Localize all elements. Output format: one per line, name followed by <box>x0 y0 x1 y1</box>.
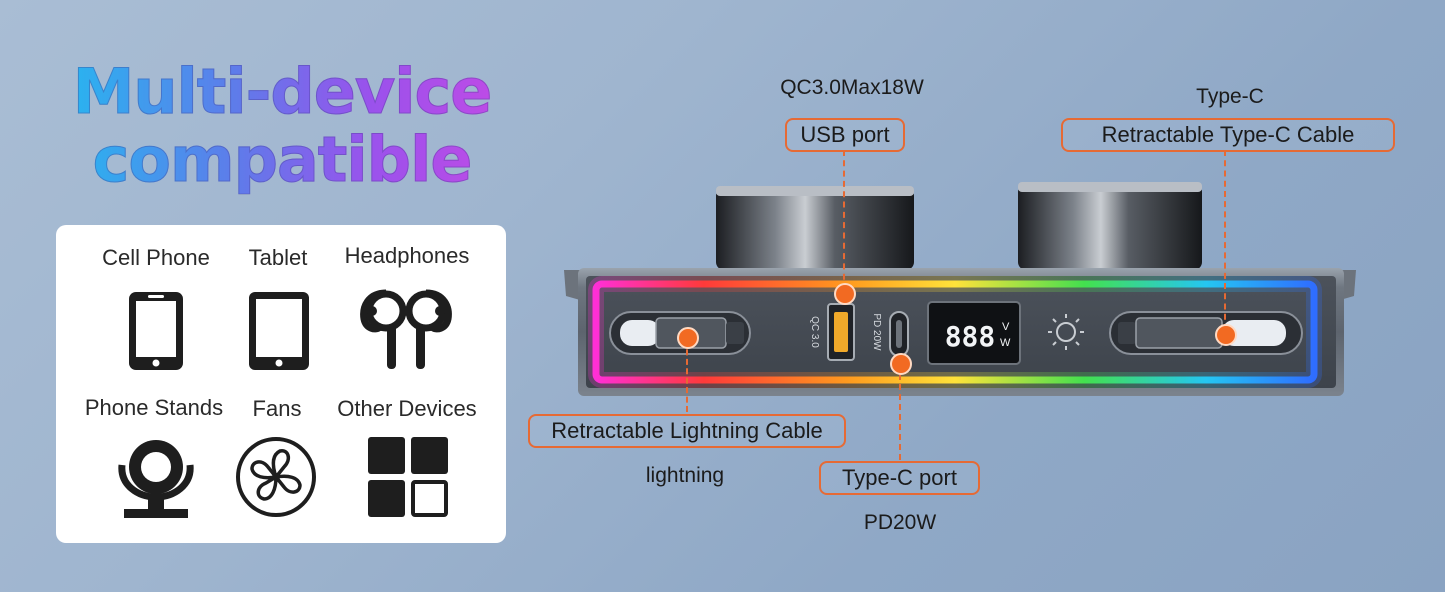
typec-port-callout: Type-C port <box>819 461 980 495</box>
device-label-phone-stands: Phone Stands <box>84 395 224 420</box>
device-label-fans: Fans <box>252 396 302 421</box>
usb-port-spec: QC3.0Max18W <box>780 76 924 99</box>
device-label-tablet: Tablet <box>248 245 308 270</box>
headline-line-2: compatible <box>92 123 473 196</box>
lightning-cable-callout: Retractable Lightning Cable <box>528 414 846 448</box>
typec-cable-marker <box>1215 324 1237 346</box>
device-label-headphones: Headphones <box>344 243 470 268</box>
lightning-cable-marker <box>677 327 699 349</box>
usb-port-marker <box>834 283 856 305</box>
headline-line-1: Multi-device <box>72 55 493 128</box>
typec-port-leader <box>899 364 901 460</box>
typec-port-spec: PD20W <box>863 511 937 534</box>
headline: Multi-device compatible <box>62 55 502 196</box>
typec-port-marking: PD 20W <box>871 313 882 351</box>
lightning-spec: lightning <box>645 464 725 487</box>
compatible-devices-panel: Cell Phone Tablet Headphones Phone Stand… <box>56 225 506 543</box>
lightning-cable-leader <box>686 340 688 412</box>
display-unit-volts: V <box>1002 321 1010 333</box>
phone-stand-icon <box>118 440 194 518</box>
display-digits: 888 <box>945 320 996 353</box>
cell-phone-icon <box>129 292 183 370</box>
usb-port-leader <box>843 150 845 290</box>
device-label-other-devices: Other Devices <box>337 396 477 421</box>
usb-port-marking: QC 3.0 <box>809 316 820 348</box>
typec-cable-callout: Retractable Type-C Cable <box>1061 118 1395 152</box>
usb-port-callout: USB port <box>785 118 905 152</box>
tablet-icon <box>249 292 309 370</box>
display-unit-watts: W <box>1000 337 1011 349</box>
typec-port-marker <box>890 353 912 375</box>
fan-icon <box>236 437 316 517</box>
light-sun-icon <box>1048 314 1084 350</box>
typec-cable-leader <box>1224 150 1226 330</box>
other-devices-icon <box>368 437 448 517</box>
typec-cable-spec: Type-C <box>1196 85 1264 108</box>
headphones-icon <box>360 289 452 369</box>
device-label-cell-phone: Cell Phone <box>102 245 210 270</box>
